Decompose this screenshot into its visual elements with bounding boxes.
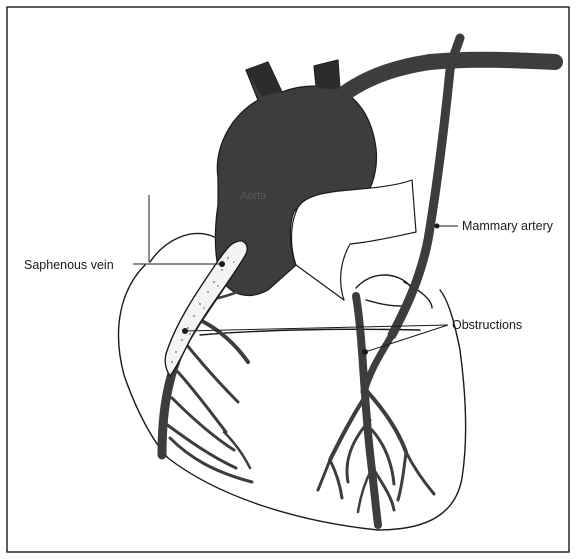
pulmonary-trunk bbox=[292, 180, 417, 300]
obstruction-dot-left bbox=[182, 328, 188, 334]
figure-frame bbox=[7, 7, 569, 552]
saphenous-vein-graft bbox=[165, 241, 247, 376]
obstructions-label: Obstructions bbox=[452, 318, 522, 332]
mammary-artery-dot bbox=[435, 224, 440, 229]
mammary-artery-label: Mammary artery bbox=[462, 219, 554, 233]
aorta-label: Aorta bbox=[240, 190, 267, 202]
saphenous-vein-label: Saphenous vein bbox=[24, 258, 114, 272]
saphenous-vein-dot bbox=[219, 261, 225, 267]
obstruction-dot-right bbox=[362, 349, 368, 355]
